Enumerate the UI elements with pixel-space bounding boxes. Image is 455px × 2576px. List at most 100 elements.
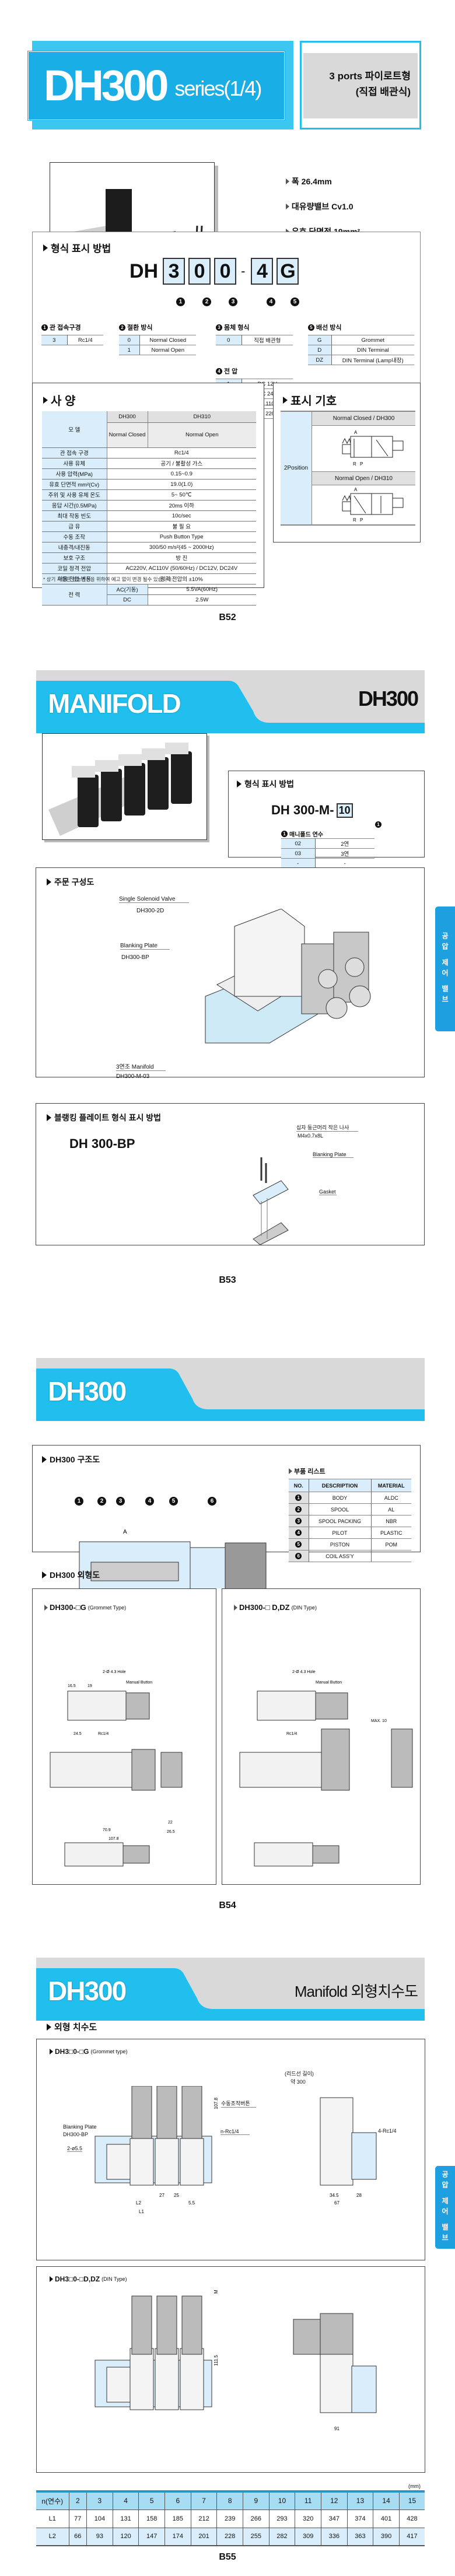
svg-text:Rc1/4: Rc1/4 (286, 1732, 297, 1736)
svg-text:91: 91 (334, 2426, 340, 2431)
svg-text:26.5: 26.5 (167, 1830, 175, 1834)
triangle-icon (47, 2023, 51, 2031)
svg-text:Manual Button: Manual Button (126, 1681, 152, 1685)
spec-table: 모 델 DH300 DH310 Normal Closed Normal Ope… (42, 411, 256, 606)
position-label: 2Position (281, 412, 312, 524)
side-tab[interactable]: 공압 제어 밸브 (435, 907, 455, 1031)
outline-title: DH300 외형도 (42, 1569, 100, 1581)
svg-text:22: 22 (168, 1821, 173, 1825)
blanking-panel: 블랭킹 플레이트 형식 표시 방법 DH 300-BP 십자 둥근머리 작은 나… (36, 1103, 425, 1245)
svg-text:107.8: 107.8 (108, 1837, 119, 1841)
triangle-icon (283, 396, 288, 404)
marker-3: 3 (229, 298, 237, 306)
svg-text:Rc1/4: Rc1/4 (98, 1732, 108, 1736)
code-box-2: 0 (188, 258, 211, 285)
hole-label: 2-ø5.5 (67, 2146, 83, 2152)
svg-text:P: P (360, 461, 363, 467)
feature-item: 폭 26.4mm (286, 169, 371, 194)
svg-text:Manual Button: Manual Button (316, 1681, 342, 1685)
banner-title: MANIFOLD (48, 688, 181, 719)
page-number: B53 (219, 1275, 236, 1285)
marker-6: 6 (208, 1497, 216, 1506)
marker-1: 1 (176, 298, 185, 306)
din-manifold-drawing: 111.5 MAX.10 91 (94, 2290, 377, 2431)
triangle-icon (42, 1572, 47, 1578)
outline-grommet-title: DH300-□G(Grommet Type) (44, 1603, 126, 1612)
svg-text:27: 27 (159, 2193, 164, 2198)
code-dash: - (241, 264, 246, 278)
table-row: 모 델 DH300 DH310 (42, 411, 256, 448)
grommet-dim-title: DH3□0-□G(Grommet type) (50, 2048, 128, 2056)
subtitle-line2: (직접 배관식) (355, 86, 411, 98)
blanking-diagram (253, 1157, 289, 1245)
symbol-title: 표시 기호 (283, 391, 337, 408)
svg-text:L2: L2 (136, 2200, 141, 2206)
banner-title: DH300 (48, 1376, 127, 1406)
manifold-code-title: 형식 표시 방법 (237, 778, 294, 790)
page-number: B54 (219, 1901, 236, 1910)
nrc-label: n-Rc1/4 (220, 2129, 250, 2135)
table-row: -- (281, 858, 374, 869)
label-manifold: 3연조 Manifold (116, 1062, 166, 1071)
marker-2: 2 (97, 1497, 106, 1506)
manifold-code-box: 10 (336, 803, 353, 818)
manifold-dim-banner: DH300 Manifold 외형치수도 (36, 1958, 425, 2021)
code-box-4: 4 (251, 258, 274, 285)
label-bp: Blanking Plate (120, 943, 170, 950)
bp-label: Blanking Plate (63, 2124, 97, 2130)
outline-din-title: DH300-□ D,DZ(DIN Type) (234, 1603, 317, 1612)
svg-text:R: R (353, 517, 356, 523)
lead-label: (리드선 길이) (285, 2071, 314, 2077)
table-row: 응답 시간(0.5MPa)20ms 이하 (42, 500, 256, 511)
marker-5: 5 (290, 298, 299, 306)
manual-label: 수동조작버튼 (221, 2099, 256, 2108)
svg-text:24.5: 24.5 (74, 1732, 82, 1736)
svg-text:107.8: 107.8 (214, 2097, 219, 2109)
subtitle-line1: 3 ports 파이로트형 (329, 71, 411, 82)
marker-5: 5 (169, 1497, 178, 1506)
order-title: 주문 구성도 (47, 876, 94, 888)
svg-text:2-Ø 4.3 Hole: 2-Ø 4.3 Hole (103, 1670, 126, 1674)
symbol-panel: 표시 기호 2Position Normal Closed / DH300 A … (273, 383, 421, 542)
label-manifold-code: DH300-M-03 (116, 1073, 150, 1080)
bullet-icon (286, 204, 289, 209)
triangle-icon (42, 1456, 47, 1463)
manifold-code: DH 300-M- 10 (271, 803, 353, 818)
structure-markers: 1 2 3 4 5 6 (75, 1497, 261, 1508)
dim-title: 외형 치수도 (47, 2021, 97, 2033)
blanking-title: 블랭킹 플레이트 형식 표시 방법 (47, 1112, 161, 1124)
side-tab[interactable]: 공압 제어 밸브 (435, 2166, 455, 2249)
structure-title: DH300 구조도 (42, 1454, 100, 1465)
svg-text:28: 28 (356, 2193, 362, 2198)
table-row: Normal Closed Normal Open (42, 422, 256, 448)
svg-text:P: P (360, 517, 363, 523)
code-prefix: DH (130, 260, 159, 282)
marker-1: 1 (375, 821, 382, 828)
label-bp-code: DH300-BP (121, 954, 149, 961)
spec-title: 사 양 (43, 391, 75, 408)
svg-text:A: A (123, 1529, 127, 1535)
